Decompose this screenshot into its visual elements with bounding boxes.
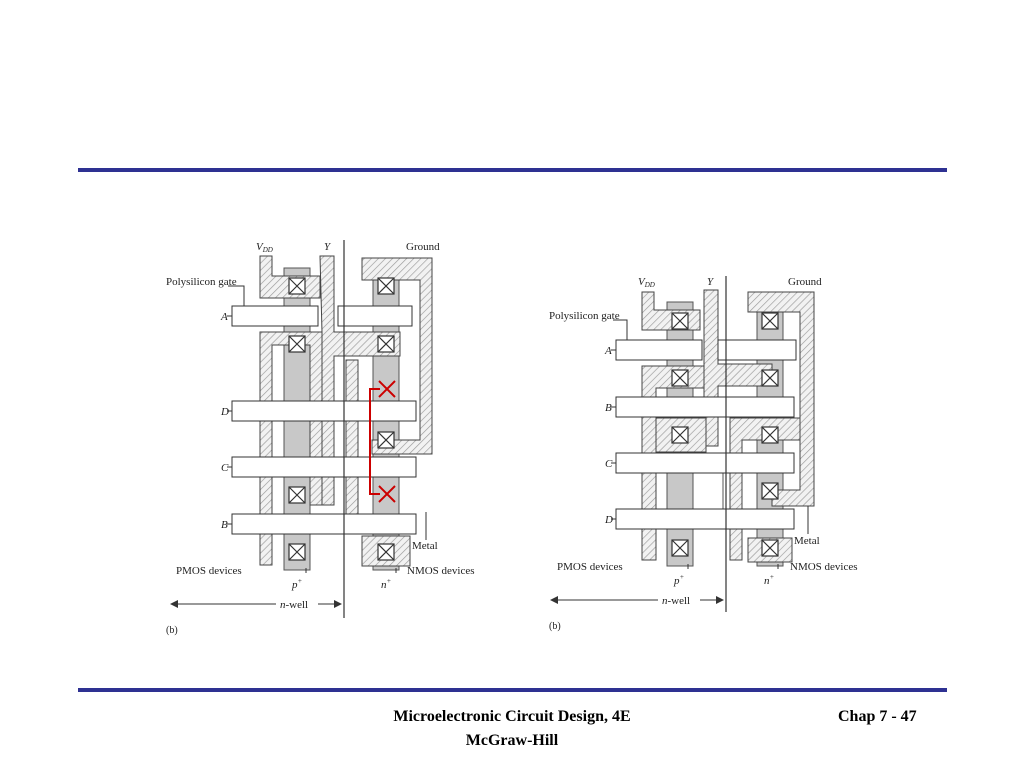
contact [671, 426, 689, 444]
contact [288, 486, 306, 504]
gate-label-c: C [221, 462, 229, 474]
contacts [671, 312, 779, 557]
contact [761, 482, 779, 500]
gate-label-d: D [604, 514, 613, 526]
contact [288, 277, 306, 295]
panel-label: (b) [549, 621, 561, 632]
gate-a-left [615, 339, 703, 361]
nwell-arrow-right-head [334, 600, 342, 608]
red-x-mark-bottom [378, 485, 396, 503]
gate-d [231, 400, 417, 422]
panel-label: (b) [166, 625, 178, 636]
leader-lines [227, 285, 427, 573]
footer-book-title: Microelectronic Circuit Design, 4E [393, 708, 631, 725]
nwell-arrow-right-head [716, 596, 724, 604]
contacts [288, 277, 395, 561]
contact [377, 543, 395, 561]
gate-d [615, 508, 795, 530]
gate-b [615, 396, 795, 418]
gate-label-c: C [605, 458, 613, 470]
layout-figure-left: VDD Y Ground Polysilicon gate A D C B Me… [166, 240, 475, 636]
gate-a-right [717, 339, 797, 361]
contact [377, 277, 395, 295]
output-y-label: Y [324, 241, 332, 253]
n-well-label: n-well [280, 599, 308, 611]
pmos-devices-label: PMOS devices [176, 565, 242, 577]
ground-label: Ground [406, 241, 440, 253]
pmos-devices-label: PMOS devices [557, 561, 623, 573]
red-correction-marks [369, 380, 396, 503]
metal-label: Metal [794, 535, 820, 547]
layout-figure-right: VDD Y Ground Polysilicon gate A B C D Me… [549, 276, 858, 632]
nmos-devices-label: NMOS devices [407, 565, 475, 577]
contact [671, 369, 689, 387]
gate-c [615, 452, 795, 474]
nwell-arrow-left-head [550, 596, 558, 604]
nwell-arrow-left-head [170, 600, 178, 608]
vdd-label: VDD [256, 241, 273, 254]
n-well-label: n-well [662, 595, 690, 607]
metal-label: Metal [412, 540, 438, 552]
nmos-metal-middle [729, 417, 801, 561]
polysilicon-gate-label: Polysilicon gate [166, 276, 237, 288]
gate-label-b: B [605, 402, 612, 414]
gate-c [231, 456, 417, 478]
contact [761, 426, 779, 444]
nmos-devices-label: NMOS devices [790, 561, 858, 573]
bottom-divider [78, 688, 947, 692]
gate-a-left [231, 305, 319, 327]
contact [288, 543, 306, 561]
n-plus-label: n+ [381, 577, 392, 591]
gate-label-b: B [221, 519, 228, 531]
gate-label-a: A [220, 311, 228, 323]
footer-chapter-page: Chap 7 - 47 [838, 708, 917, 725]
contact [761, 312, 779, 330]
ground-label: Ground [788, 276, 822, 288]
vdd-rail [641, 291, 701, 331]
gate-b [231, 513, 417, 535]
top-divider [78, 168, 947, 172]
contact [671, 312, 689, 330]
n-plus-label: n+ [764, 573, 775, 587]
contact [377, 335, 395, 353]
leader-lines [611, 319, 809, 569]
polysilicon-gate-label: Polysilicon gate [549, 310, 620, 322]
gate-label-a: A [604, 345, 612, 357]
p-plus-label: p+ [291, 577, 303, 591]
output-y-label: Y [707, 276, 715, 288]
red-bracket [369, 388, 380, 495]
red-x-mark-top [378, 380, 396, 398]
vdd-label: VDD [638, 276, 655, 289]
contact [377, 431, 395, 449]
polysilicon-gates [615, 339, 797, 530]
contact [761, 369, 779, 387]
contact [761, 539, 779, 557]
gate-label-d: D [220, 406, 229, 418]
contact [288, 335, 306, 353]
p-plus-label: p+ [673, 573, 685, 587]
gate-a-right [337, 305, 413, 327]
contact [671, 539, 689, 557]
footer-publisher: McGraw-Hill [465, 732, 559, 749]
